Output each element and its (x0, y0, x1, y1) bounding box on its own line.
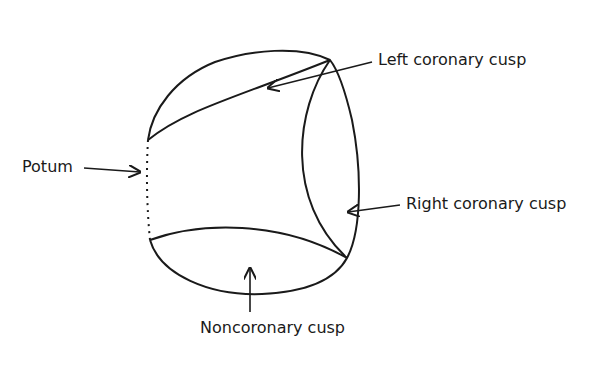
valve-outline (148, 51, 359, 294)
cusp-label: Left coronary cusp (378, 50, 526, 69)
cusp-border (148, 60, 330, 140)
raphe-line (147, 140, 150, 240)
leader-arrow (249, 268, 251, 312)
cusp-border (302, 60, 347, 258)
cusp-label: Noncoronary cusp (200, 318, 345, 337)
leader-arrow (268, 62, 372, 88)
raphe-label: Potum (22, 157, 73, 176)
leader-arrow (84, 168, 140, 172)
cusp-label: Right coronary cusp (406, 194, 566, 213)
cusp-border (150, 228, 347, 258)
leader-arrow (348, 205, 400, 212)
